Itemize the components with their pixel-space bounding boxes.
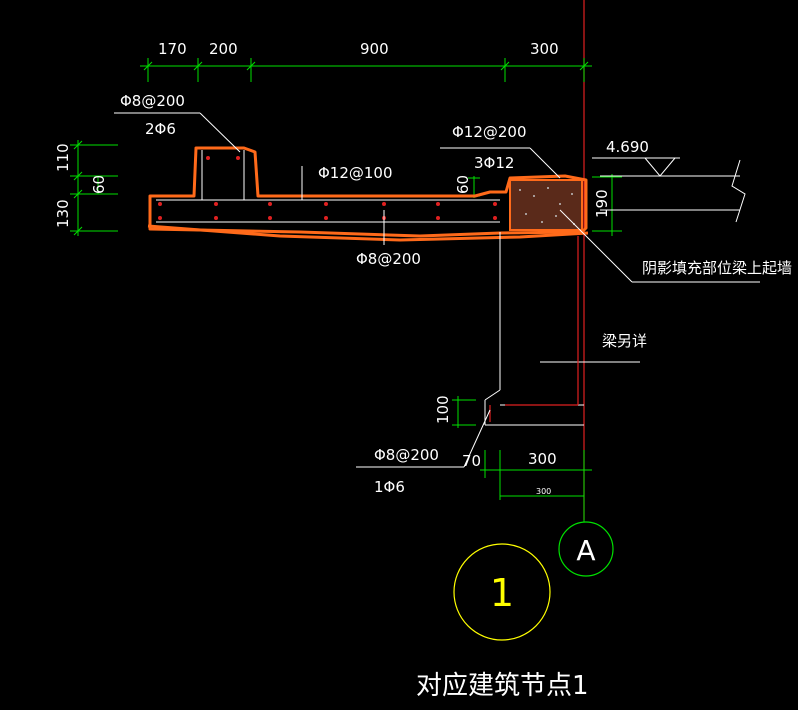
lower-structure xyxy=(484,232,640,426)
slab-underline xyxy=(147,224,589,242)
label-rebar-slab-top: Φ12@100 xyxy=(318,164,393,182)
slab-outline xyxy=(148,146,588,238)
beam-dimension-190 xyxy=(592,174,622,236)
label-beam-note: 梁另详 xyxy=(602,332,647,350)
shaded-beam-fill xyxy=(509,179,583,231)
label-rebar-top-right-1: Φ12@200 xyxy=(452,123,527,141)
bottom-dimension-chain xyxy=(452,396,592,500)
label-rebar-top-left-1: Φ8@200 xyxy=(120,92,185,110)
label-rebar-top-left-2: 2Φ6 xyxy=(145,120,176,138)
dim-left-130: 130 xyxy=(54,199,72,228)
label-rebar-bottom-2: 1Φ6 xyxy=(374,478,405,496)
top-dimension-chain xyxy=(140,58,592,82)
dim-top-170: 170 xyxy=(158,40,187,58)
elevation-marker xyxy=(592,157,746,223)
dim-bottom-100: 100 xyxy=(434,395,452,424)
dim-bottom-small-300: 300 xyxy=(536,487,551,496)
lower-red-lines xyxy=(489,236,579,422)
dim-top-300: 300 xyxy=(530,40,559,58)
dim-mid-60: 60 xyxy=(454,175,472,194)
dim-top-200: 200 xyxy=(209,40,238,58)
label-shade-note: 阴影填充部位梁上起墙 xyxy=(642,259,792,277)
leader-lines xyxy=(114,112,760,468)
slab-rebar-lines xyxy=(156,150,500,223)
dim-bottom-70: 70 xyxy=(462,452,481,470)
detail-number: 1 xyxy=(490,571,514,615)
left-dimension-chain xyxy=(70,140,118,236)
dim-left-110: 110 xyxy=(54,143,72,172)
axis-label: A xyxy=(576,534,595,567)
dim-left-60: 60 xyxy=(90,175,108,194)
elevation-label: 4.690 xyxy=(606,138,649,156)
drawing-caption: 对应建筑节点1 xyxy=(416,671,589,701)
dim-beam-190: 190 xyxy=(593,189,611,218)
label-rebar-slab-bottom: Φ8@200 xyxy=(356,250,421,268)
axis-bubble xyxy=(558,521,614,577)
rebar-dots xyxy=(158,156,497,220)
dim-bottom-300: 300 xyxy=(528,450,557,468)
dim-top-900: 900 xyxy=(360,40,389,58)
label-rebar-top-right-2: 3Φ12 xyxy=(474,154,514,172)
detail-circle xyxy=(453,543,551,641)
label-rebar-bottom-1: Φ8@200 xyxy=(374,446,439,464)
